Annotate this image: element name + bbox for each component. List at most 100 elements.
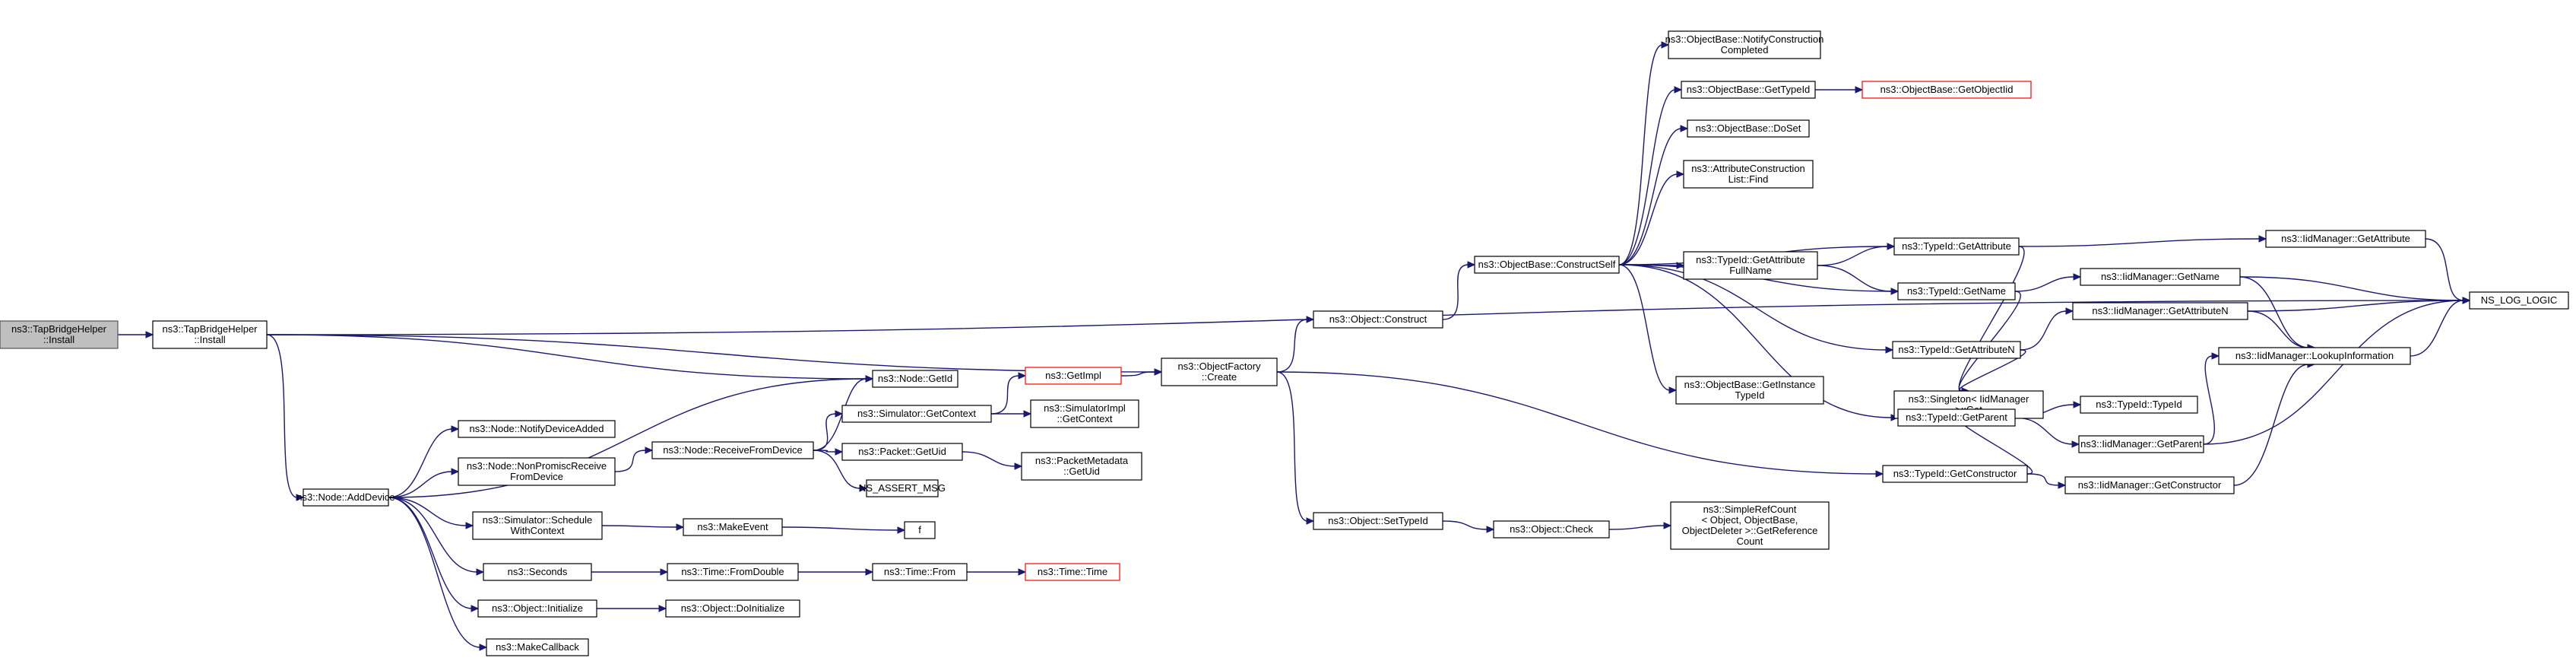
node-label: ns3::Node::GetId: [878, 373, 952, 384]
node-ns3-tapbridgehelper-install[interactable]: ns3::TapBridgeHelper::Install: [152, 320, 268, 349]
node-ns3-typeid-getconstructor[interactable]: ns3::TypeId::GetConstructor: [1882, 465, 2028, 483]
node-box: [483, 563, 592, 581]
node-label: ns3::TypeId::GetAttribute: [1696, 254, 1805, 265]
node-box: [152, 320, 268, 349]
node-ns3-typeid-getparent[interactable]: ns3::TypeId::GetParent: [1897, 408, 2016, 427]
node-ns3-makecallback[interactable]: ns3::MakeCallback: [486, 638, 589, 656]
edge-n26-n28: [1618, 44, 1663, 265]
arrowhead-n3-n4: [451, 425, 460, 433]
edge-n38-n44: [2020, 310, 2067, 351]
node-ns3-tapbridgehelper-install[interactable]: ns3::TapBridgeHelper::Install: [0, 320, 119, 349]
arrowhead-n10-n15: [835, 410, 844, 418]
node-box: [866, 479, 939, 497]
node-label: ns3::Seconds: [508, 566, 568, 577]
node-label: ns3::Simulator::Schedule: [483, 514, 593, 526]
node-ns3-objectfactory-create[interactable]: ns3::ObjectFactory::Create: [1161, 358, 1278, 386]
node-label: ns3::Object::Initialize: [492, 602, 583, 614]
node-box: [458, 457, 616, 486]
node-box: [1025, 563, 1120, 581]
node-ns3-objectbase-getobjectiid[interactable]: ns3::ObjectBase::GetObjectIid: [1862, 81, 2032, 99]
node-box: [1675, 376, 1824, 405]
node-label: ns3::IidManager::GetParent: [2080, 438, 2202, 450]
edge-n38-n39: [1959, 349, 2026, 392]
node-ns3-objectbase-constructself[interactable]: ns3::ObjectBase::ConstructSelf: [1474, 256, 1620, 274]
node-label: ns3::ObjectBase::NotifyConstruction: [1665, 33, 1824, 45]
arrowhead-n10-n16: [835, 448, 844, 456]
node-ns3-simulator-getcontext[interactable]: ns3::Simulator::GetContext: [841, 405, 992, 423]
edge-n16-n21: [962, 451, 1016, 467]
node-ns3-objectbase-doset[interactable]: ns3::ObjectBase::DoSet: [1687, 119, 1810, 138]
node-ns3-object-check[interactable]: ns3::Object::Check: [1493, 520, 1610, 539]
node-label: FullName: [1729, 265, 1772, 276]
node-ns3-node-adddevice[interactable]: ns3::Node::AddDevice: [296, 488, 395, 507]
node-ns3-iidmanager-getname[interactable]: ns3::IidManager::GetName: [2080, 268, 2241, 286]
node-ns3-node-receivefromdevice[interactable]: ns3::Node::ReceiveFromDevice: [651, 441, 814, 459]
node-ns3-typeid-getattribute[interactable]: ns3::TypeId::GetAttribute: [1893, 237, 2020, 256]
call-nodes: ns3::TapBridgeHelper::Install ns3::TapBri…: [0, 30, 2569, 656]
node-ns3-object-construct[interactable]: ns3::Object::Construct: [1313, 310, 1443, 329]
node-ns3-objectbase-gettypeid[interactable]: ns3::ObjectBase::GetTypeId: [1681, 81, 1816, 99]
node-ns3-packetmetadata-getuid[interactable]: ns3::PacketMetadata::GetUid: [1021, 452, 1142, 481]
node-label: ns3::IidManager::GetName: [2101, 271, 2220, 282]
node-ns3-packet-getuid[interactable]: ns3::Packet::GetUid: [841, 443, 963, 461]
edge-n26-n33: [1618, 264, 1671, 391]
node-box: [0, 320, 119, 349]
node-label: ns3::Object::Check: [1510, 523, 1593, 535]
node-box: [841, 405, 992, 423]
arrowhead-n0-n1: [145, 331, 154, 338]
node-label: ns3::Time::FromDouble: [681, 566, 784, 577]
node-ns3-typeid-getattributen[interactable]: ns3::TypeId::GetAttributeN: [1892, 341, 2021, 359]
node-ns3-time-fromdouble[interactable]: ns3::Time::FromDouble: [667, 563, 799, 581]
node-ns3-iidmanager-getconstructor[interactable]: ns3::IidManager::GetConstructor: [2064, 476, 2235, 494]
edge-n14-n23: [1120, 371, 1156, 377]
node-ns3-makeevent[interactable]: ns3::MakeEvent: [683, 518, 783, 536]
edge-n44-n48: [2247, 310, 2309, 348]
node-box: [2469, 291, 2569, 310]
node-ns3-object-doinitialize[interactable]: ns3::Object::DoInitialize: [665, 599, 800, 618]
arrowhead-n1-n3: [296, 494, 305, 501]
node-ns-log-logic[interactable]: NS_LOG_LOGIC: [2469, 291, 2569, 310]
node-ns3-time-from[interactable]: ns3::Time::From: [872, 563, 968, 581]
node-ns3-typeid-typeid[interactable]: ns3::TypeId::TypeId: [2080, 396, 2198, 414]
edge-n48-n49: [2410, 300, 2464, 357]
edge-n46-n48: [2203, 355, 2216, 445]
arrowhead-n3-n5: [451, 468, 460, 475]
node-ns3-object-settypeid[interactable]: ns3::Object::SetTypeId: [1313, 512, 1443, 530]
node-label: < Object, ObjectBase,: [1702, 514, 1798, 526]
node-ns3-objectbase-notifyconstruction-completed[interactable]: ns3::ObjectBase::NotifyConstructionCompl…: [1665, 30, 1824, 59]
arrowhead-n3-n8: [471, 605, 480, 612]
edge-n26-n40: [1618, 264, 1893, 418]
node-ns3-seconds[interactable]: ns3::Seconds: [483, 563, 592, 581]
edge-n43-n48: [2239, 276, 2309, 348]
node-f[interactable]: f: [904, 521, 936, 539]
node-box: [2072, 302, 2248, 320]
node-ns3-iidmanager-lookupinformation[interactable]: ns3::IidManager::LookupInformation: [2218, 347, 2411, 365]
node-box: [1025, 367, 1122, 385]
node-ns3-typeid-getname[interactable]: ns3::TypeId::GetName: [1897, 282, 2016, 300]
node-ns3-simulatorimpl-getcontext[interactable]: ns3::SimulatorImpl::GetContext: [1030, 399, 1139, 428]
node-ns3-node-getid[interactable]: ns3::Node::GetId: [872, 370, 958, 388]
node-ns3-iidmanager-getattribute[interactable]: ns3::IidManager::GetAttribute: [2265, 230, 2426, 248]
node-box: [1687, 119, 1810, 138]
node-ns3-iidmanager-getparent[interactable]: ns3::IidManager::GetParent: [2078, 435, 2204, 453]
arrowhead-n7-n12: [660, 568, 669, 576]
node-label: NS_LOG_LOGIC: [2481, 294, 2557, 306]
node-ns3-time-time[interactable]: ns3::Time::Time: [1025, 563, 1120, 581]
node-box: [904, 521, 936, 539]
edge-n46-n49: [2203, 300, 2464, 445]
node-box: [2078, 435, 2204, 453]
node-ns3-node-notifydeviceadded[interactable]: ns3::Node::NotifyDeviceAdded: [458, 420, 616, 438]
node-ns3-getimpl[interactable]: ns3::GetImpl: [1025, 367, 1122, 385]
node-label: Completed: [1721, 44, 1769, 56]
node-ns-assert-msg[interactable]: NS_ASSERT_MSG: [859, 479, 946, 497]
node-ns3-object-initialize[interactable]: ns3::Object::Initialize: [477, 599, 597, 618]
node-label: Count: [1737, 535, 1763, 547]
node-ns3-simplerefcount-object-objectbase-objectdeleter-getreference-count[interactable]: ns3::SimpleRefCount< Object, ObjectBase,…: [1670, 501, 1830, 550]
node-ns3-iidmanager-getattributen[interactable]: ns3::IidManager::GetAttributeN: [2072, 302, 2248, 320]
